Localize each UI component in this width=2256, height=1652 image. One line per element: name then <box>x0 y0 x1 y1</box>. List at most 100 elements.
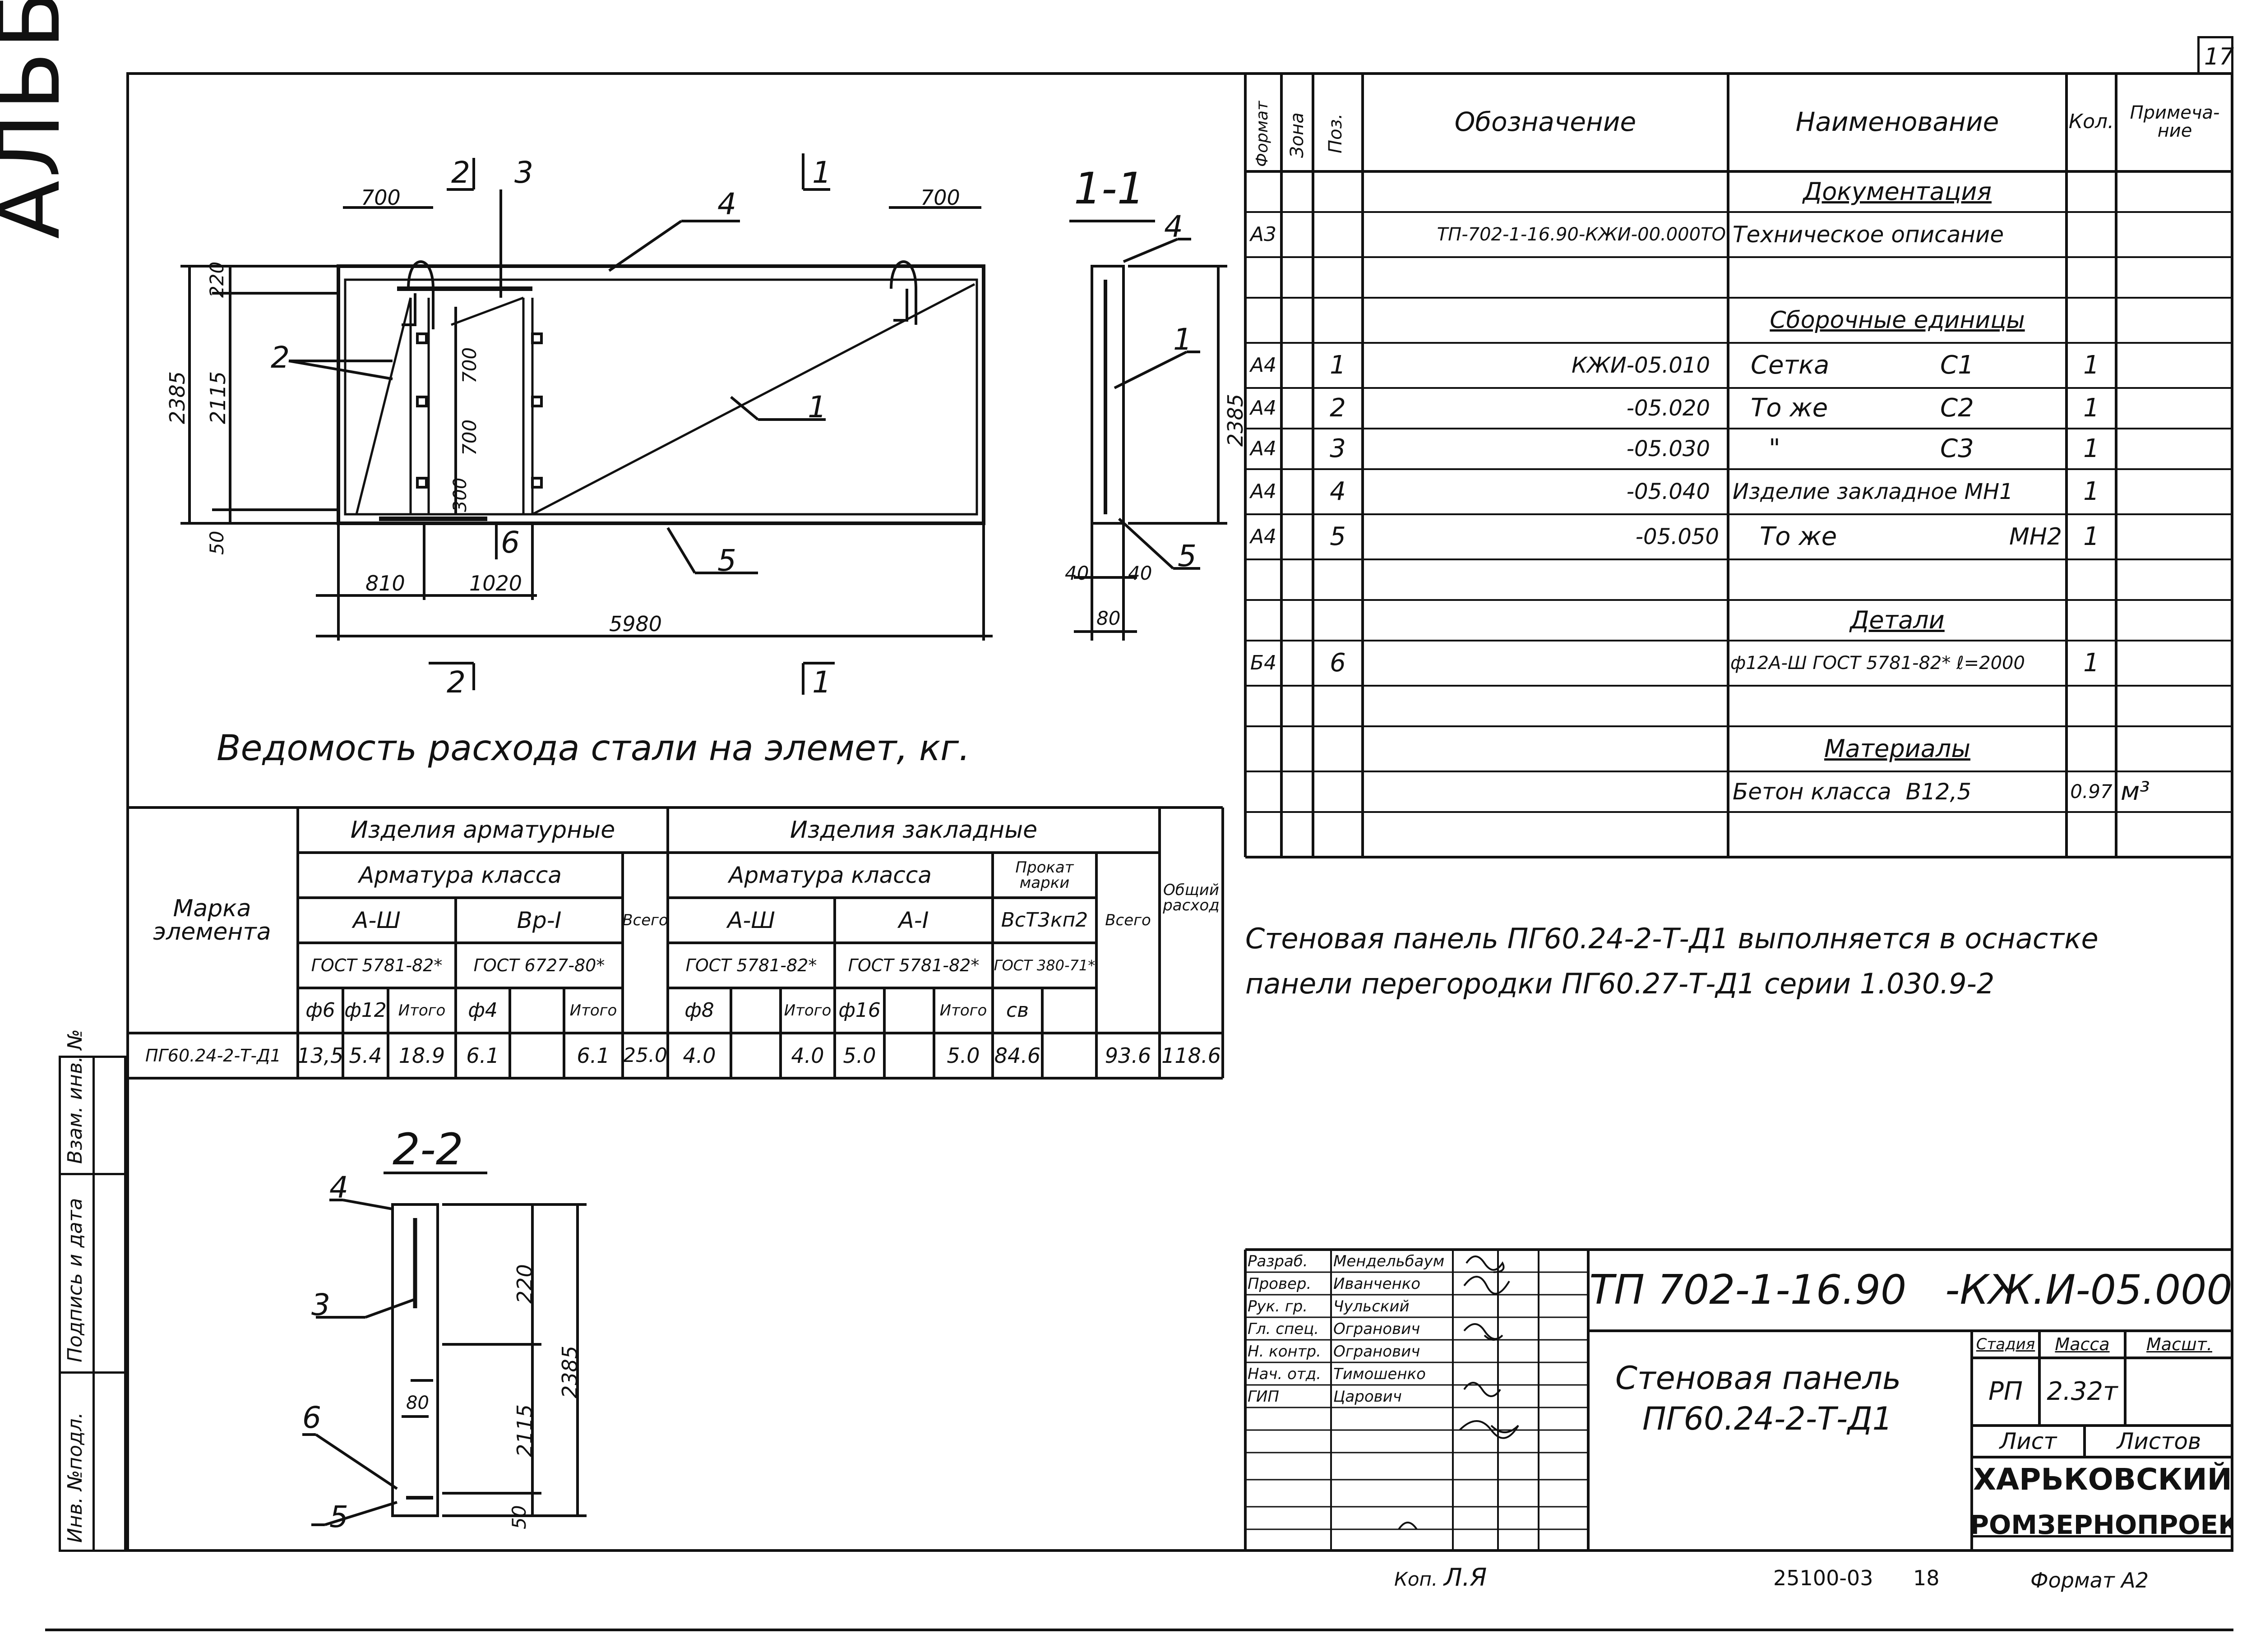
dim-22-50: 50 <box>508 1505 530 1529</box>
td-itogo2: 6.1 <box>577 1043 610 1068</box>
spec-h-zona: Зона <box>1287 112 1308 158</box>
spec-h-format: Формат <box>1253 101 1271 167</box>
spec-row-poz: 5 <box>1330 522 1346 551</box>
dim-50: 50 <box>206 531 228 555</box>
spec-row-prim: м³ <box>2121 777 2150 806</box>
spec-row-format: А4 <box>1250 525 1277 548</box>
spec-row-mark: МН2 <box>2009 523 2062 550</box>
spec-sec-doc: Документация <box>1803 177 1992 206</box>
callout-6-main: 6 <box>501 525 520 560</box>
steel-table-title: Ведомость расхода стали на элемет, кг. <box>217 728 970 769</box>
tb-role: Провер. <box>1248 1275 1312 1293</box>
callout-1-main: 1 <box>808 390 827 425</box>
spec-h-oboz: Обозначение <box>1454 106 1637 137</box>
callout-1-s11: 1 <box>1173 322 1192 357</box>
tb-org-line1: Харьковский <box>1973 1462 2232 1497</box>
footer-copy-sign: Л.Я <box>1444 1563 1487 1592</box>
td-sv: 84.6 <box>994 1043 1041 1068</box>
tb-stadia-header: Стадия <box>1976 1335 2035 1353</box>
callout-4-s11: 4 <box>1164 209 1183 244</box>
spec-row-poz: 2 <box>1330 393 1346 423</box>
th-itogo4: Итого <box>939 1001 987 1020</box>
dim-11-2385: 2385 <box>1223 393 1248 447</box>
spec-row-mark: С3 <box>1940 434 1974 463</box>
th-arm: Изделия арматурные <box>350 817 615 844</box>
dim-11-80: 80 <box>1096 607 1121 629</box>
footer-page-no: 18 <box>1913 1566 1940 1590</box>
footer-copy-label: Коп. <box>1394 1568 1438 1590</box>
tb-role: Нач. отд. <box>1248 1365 1322 1383</box>
spec-row-kol: 1 <box>2083 351 2099 380</box>
dim-220: 220 <box>206 261 228 298</box>
spec-row-oboz: -05.050 <box>1635 524 1719 549</box>
spec-row-format: А4 <box>1250 354 1277 377</box>
td-itogo4: 5.0 <box>947 1043 980 1068</box>
spec-row-naim: ф12А-Ш ГОСТ 5781-82* ℓ=2000 <box>1730 653 2025 674</box>
th-f4: ф4 <box>468 999 498 1022</box>
bottom-rule <box>45 1629 2233 1631</box>
th-f12: ф12 <box>344 999 387 1022</box>
th-aIII: А-Ш <box>353 907 401 933</box>
th-aI: А-I <box>898 907 929 933</box>
spec-row-format: А4 <box>1250 397 1277 420</box>
note-line-2: панели перегородки ПГ60.27-Т-Д1 серии 1.… <box>1245 967 1995 1000</box>
spec-h-kol: Кол. <box>2068 110 2114 133</box>
dim-22-220: 220 <box>513 1264 537 1304</box>
tb-role: Гл. спец. <box>1248 1320 1319 1338</box>
th-zakl: Изделия закладные <box>790 817 1038 844</box>
tb-name: Царович <box>1333 1388 1402 1406</box>
th-arm-klassa: Арматура класса <box>359 862 562 888</box>
dim-700-a: 700 <box>458 347 481 383</box>
th-gost5781: ГОСТ 5781-82* <box>311 955 443 975</box>
th-arm-klassa2: Арматура класса <box>729 862 932 888</box>
tb-name: Чульский <box>1333 1297 1410 1315</box>
tb-name: Мендельбаум <box>1333 1252 1445 1270</box>
th-f8: ф8 <box>684 999 714 1022</box>
callout-6-s22: 6 <box>302 1400 321 1435</box>
spec-row-oboz: КЖИ-05.010 <box>1572 353 1710 378</box>
spec-row-naim: То же <box>1751 393 1828 423</box>
spec-row-oboz: -05.040 <box>1626 479 1710 504</box>
dim-5980: 5980 <box>609 612 662 636</box>
spec-sec-mat: Материалы <box>1824 734 1970 763</box>
spec-row-naim: Бетон класса В12,5 <box>1733 779 1972 805</box>
cut-mark-2-bottom: 2 <box>447 665 466 700</box>
note-line-1: Стеновая панель ПГ60.24-2-Т-Д1 выполняет… <box>1245 922 2099 955</box>
tb-listov-header: Листов <box>2117 1428 2201 1454</box>
spec-row-naim: Сетка <box>1751 351 1830 380</box>
spec-row-poz: 4 <box>1330 477 1346 506</box>
spec-row-oboz: -05.030 <box>1626 436 1710 461</box>
dim-700-b: 700 <box>458 419 481 456</box>
td-marka: ПГ60.24-2-Т-Д1 <box>145 1046 281 1066</box>
footer-format: Формат А2 <box>2030 1568 2149 1592</box>
spec-row-poz: 3 <box>1330 434 1346 463</box>
dim-22-2385: 2385 <box>558 1345 582 1398</box>
callout-5-main: 5 <box>717 543 736 578</box>
spec-row-oboz: -05.020 <box>1626 396 1710 421</box>
spec-row-kol: 1 <box>2083 522 2099 551</box>
callout-5-s11: 5 <box>1178 539 1197 573</box>
tb-list-header: Лист <box>1999 1428 2057 1454</box>
spec-row-poz: 1 <box>1330 351 1346 380</box>
spec-sec-det: Детали <box>1850 606 1945 634</box>
th-gost6727: ГОСТ 6727-80* <box>473 955 605 975</box>
dim-810: 810 <box>365 571 405 595</box>
spec-row-naim: Техническое описание <box>1733 221 2004 248</box>
spec-h-poz: Поз. <box>1325 113 1346 153</box>
dim-700-right: 700 <box>920 185 960 210</box>
tb-name-line1: Стеновая панель <box>1615 1360 1901 1397</box>
callout-4-main: 4 <box>717 187 736 221</box>
dim-11-40a: 40 <box>1065 562 1089 584</box>
spec-row-kol: 0.97 <box>2070 780 2113 803</box>
th-gost5781b: ГОСТ 5781-82* <box>685 955 817 975</box>
th-gost380: ГОСТ 380-71* <box>994 957 1096 974</box>
tb-massa-header: Масса <box>2055 1334 2110 1354</box>
spec-row-naim: Изделие закладное МН1 <box>1733 479 2013 504</box>
spec-row-mark: С1 <box>1940 351 1974 380</box>
callout-3-s22: 3 <box>311 1287 330 1322</box>
td-obshiy: 118.6 <box>1161 1043 1221 1068</box>
spec-row-kol: 1 <box>2083 477 2099 506</box>
th-aIII-2: А-Ш <box>727 907 775 933</box>
td-f16: 5.0 <box>843 1043 876 1068</box>
